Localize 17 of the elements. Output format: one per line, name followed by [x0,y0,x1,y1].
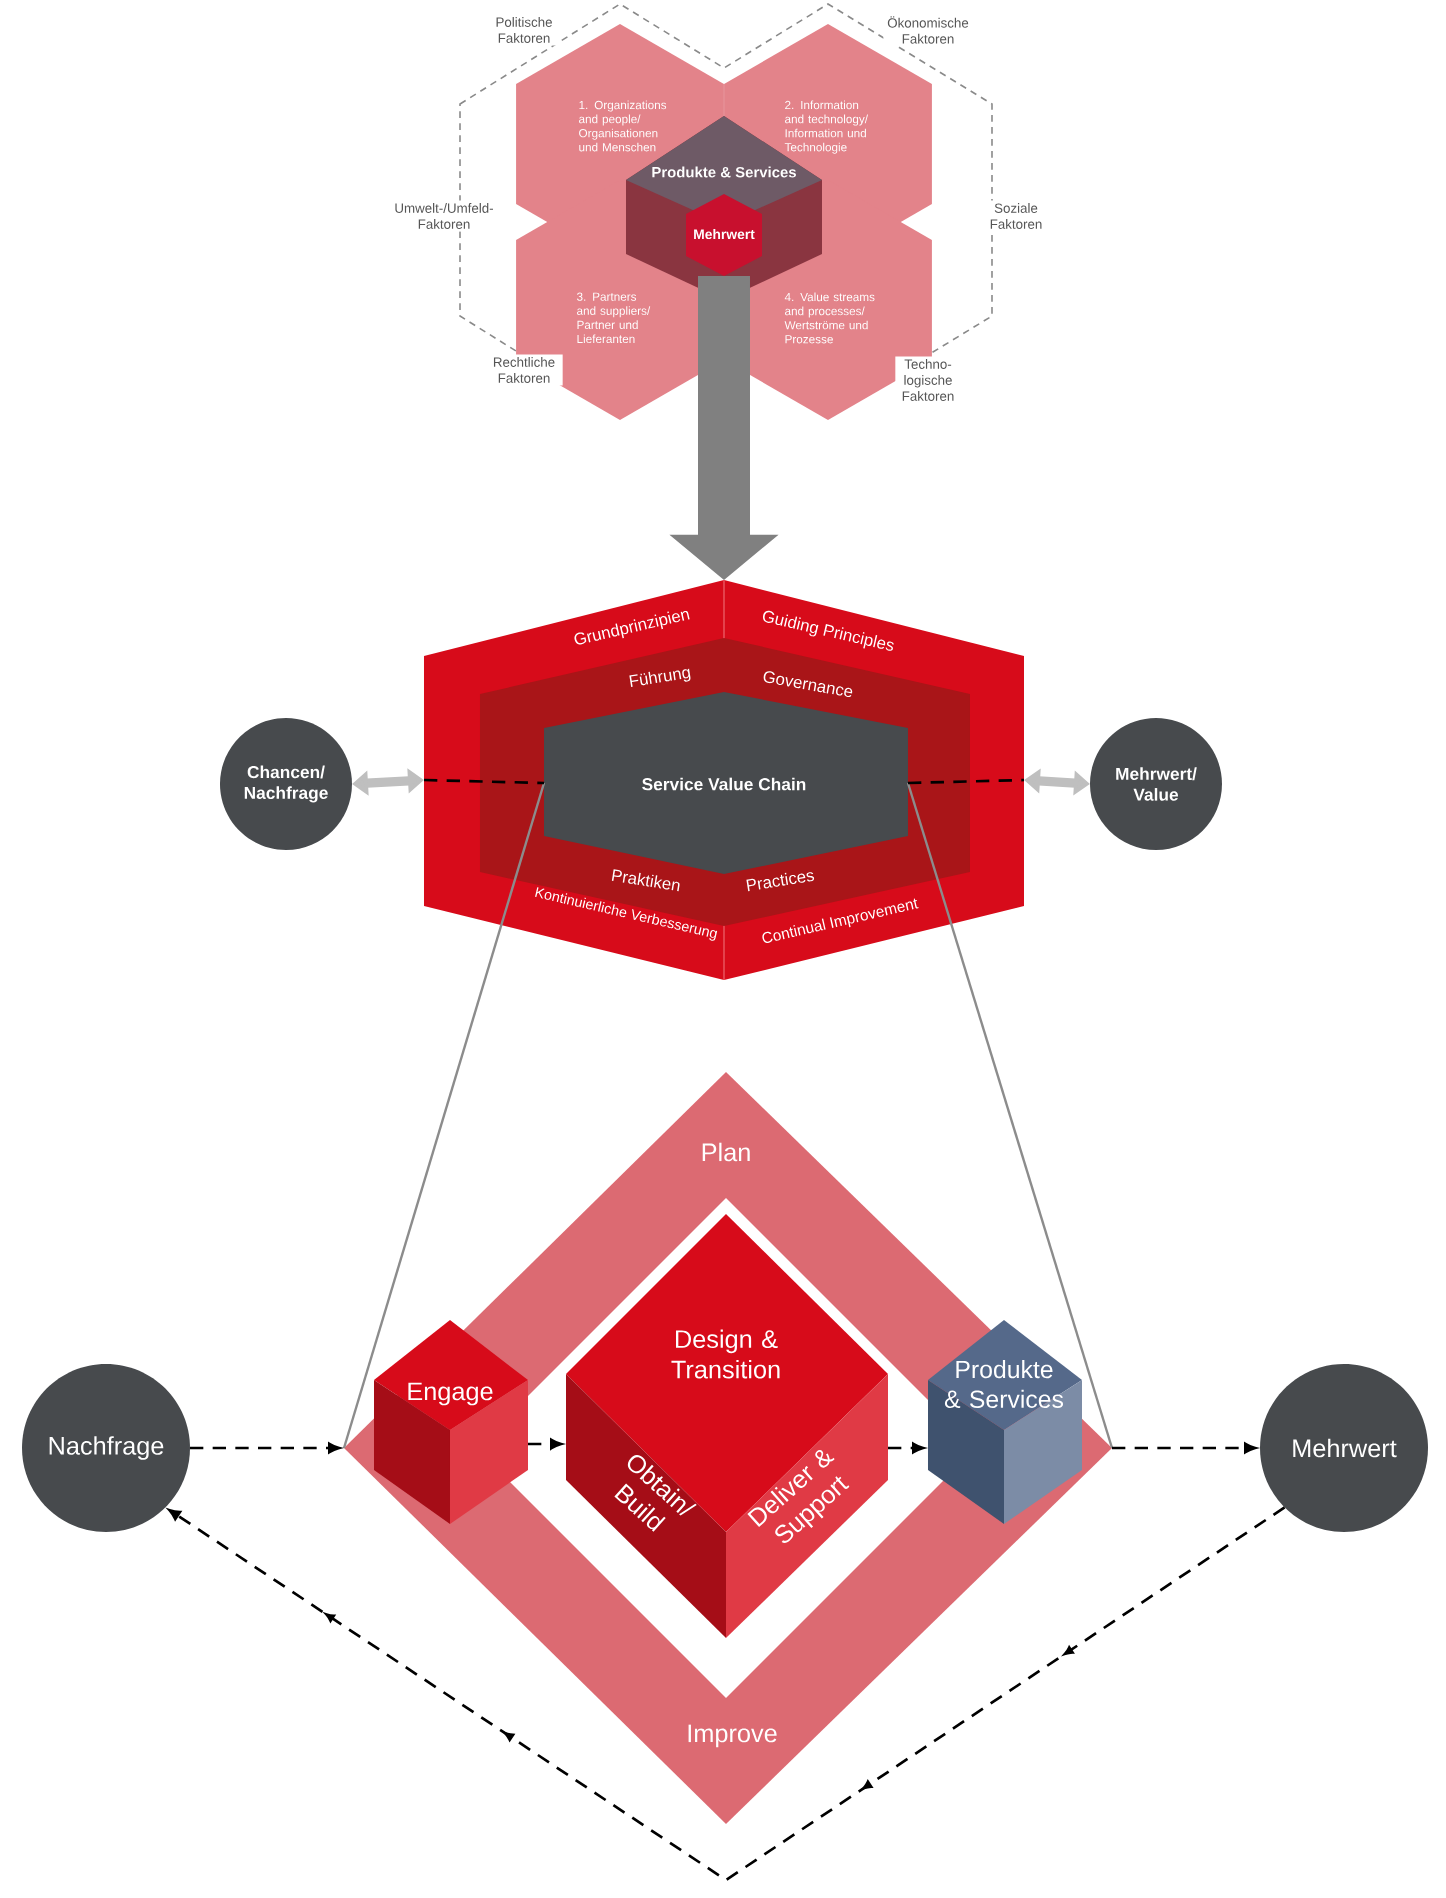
node-label: Practices [746,872,815,892]
dashed-line [423,778,545,785]
connector-line [342,782,546,1449]
dashed-arrow [888,1442,925,1454]
dashed-arrow [190,1442,341,1454]
cube: Engage [374,1320,528,1524]
dashed-arrow [528,1438,563,1450]
node-label: Improve [688,1724,777,1748]
dashed-arrow [1112,1442,1257,1454]
dashed-line [907,778,1025,785]
node-label: Praktiken [611,869,680,892]
dashed-arrow [168,1506,1286,1882]
cube: Produkte & Services [928,1320,1082,1524]
node-label: Führung [629,668,691,687]
node-label: Plan [702,1142,750,1162]
node-label: Governance [763,671,853,698]
connector-line [906,782,1114,1449]
